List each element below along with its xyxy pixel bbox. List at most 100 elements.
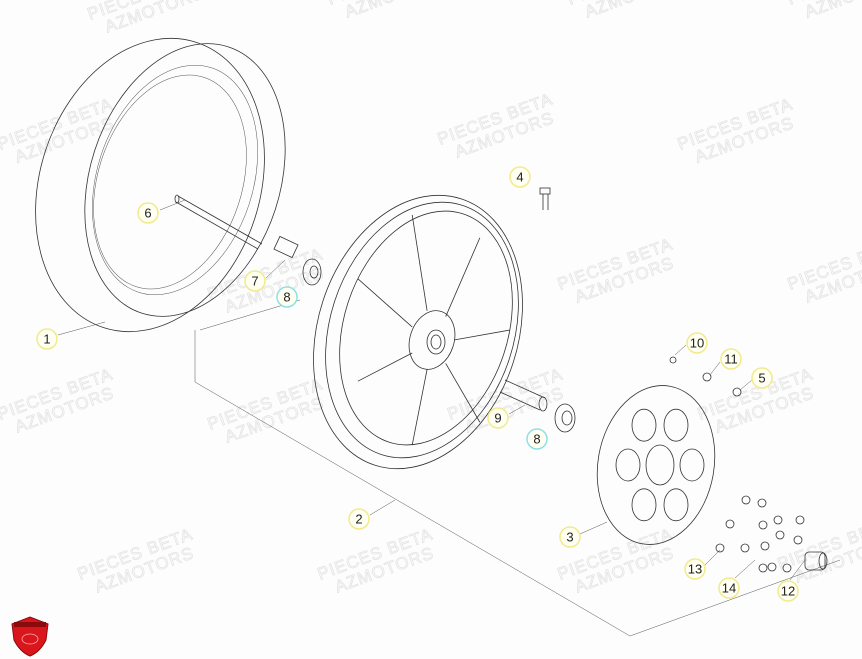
callout-circle	[244, 270, 266, 292]
hub-spacer	[804, 551, 828, 571]
callout-14[interactable]: 14	[718, 577, 740, 599]
nut	[732, 387, 742, 397]
washer	[782, 563, 792, 573]
washer	[773, 515, 783, 525]
callout-label: 1	[43, 332, 50, 347]
callout-label: 13	[688, 562, 702, 577]
callout-circle	[137, 202, 159, 224]
callout-label: 2	[355, 512, 362, 527]
callout-circle	[36, 328, 58, 350]
washer	[758, 563, 768, 573]
spacer	[499, 379, 548, 412]
callout-circle	[751, 367, 773, 389]
disc-hole	[631, 488, 657, 522]
washer	[725, 519, 735, 529]
callout-label: 4	[516, 170, 523, 185]
washer	[758, 520, 768, 530]
washer	[767, 562, 777, 572]
callout-label: 12	[781, 584, 795, 599]
assembly-line	[194, 381, 841, 637]
callout-circle	[718, 577, 740, 599]
callout-circle	[686, 332, 708, 354]
bearing	[302, 258, 322, 286]
callout-4[interactable]: 4	[509, 166, 531, 188]
callout-label: 9	[494, 411, 501, 426]
callout-2[interactable]: 2	[348, 508, 370, 530]
callout-10[interactable]: 10	[686, 332, 708, 354]
callout-label: 11	[724, 352, 738, 367]
spacer	[273, 235, 299, 259]
azmotors-logo	[11, 616, 49, 657]
callout-label: 8	[533, 432, 540, 447]
callout-circle	[684, 558, 706, 580]
callout-1[interactable]: 1	[36, 328, 58, 350]
washer	[775, 530, 785, 540]
spoke	[357, 278, 413, 328]
bearing	[554, 403, 576, 433]
spoke	[411, 369, 428, 446]
callout-3[interactable]: 3	[559, 526, 581, 548]
callout-13[interactable]: 13	[684, 558, 706, 580]
disc-hole	[663, 488, 689, 522]
callout-circle	[720, 348, 742, 370]
spoke	[357, 352, 413, 382]
callout-7[interactable]: 7	[244, 270, 266, 292]
bolt	[539, 187, 551, 210]
callout-label: 14	[722, 581, 736, 596]
tire	[35, 37, 286, 333]
callout-5[interactable]: 5	[751, 367, 773, 389]
washer	[793, 535, 803, 545]
wheel-rim	[313, 194, 523, 470]
disc-hole	[631, 408, 657, 442]
callout-circle	[487, 407, 509, 429]
washer	[760, 541, 770, 551]
callout-circle	[509, 166, 531, 188]
callout-label: 7	[251, 274, 258, 289]
disc-hole	[663, 408, 689, 442]
callout-circle	[276, 286, 298, 308]
callout-label: 5	[758, 371, 765, 386]
washer	[702, 372, 712, 382]
svg-text:AZMOTORS: AZMOTORS	[582, 0, 686, 22]
callout-circle	[348, 508, 370, 530]
callout-6[interactable]: 6	[137, 202, 159, 224]
callout-8[interactable]: 8	[276, 286, 298, 308]
callout-circle	[526, 428, 548, 450]
spoke	[411, 214, 428, 311]
callout-label: 10	[690, 336, 704, 351]
washer	[741, 495, 751, 505]
callout-12[interactable]: 12	[777, 580, 799, 602]
leader-lines	[57, 199, 806, 581]
callout-label: 6	[144, 206, 151, 221]
callout-8[interactable]: 8	[526, 428, 548, 450]
callout-9[interactable]: 9	[487, 407, 509, 429]
spoke	[445, 237, 481, 317]
callout-circle	[777, 580, 799, 602]
brake-disc	[596, 385, 716, 545]
callout-11[interactable]: 11	[720, 348, 742, 370]
spoke	[445, 363, 481, 423]
spoke	[453, 329, 511, 341]
nut	[669, 356, 677, 364]
callout-circle	[559, 526, 581, 548]
washer	[740, 543, 750, 553]
axle	[174, 194, 263, 250]
callout-label: 8	[283, 290, 290, 305]
washer	[715, 543, 725, 553]
